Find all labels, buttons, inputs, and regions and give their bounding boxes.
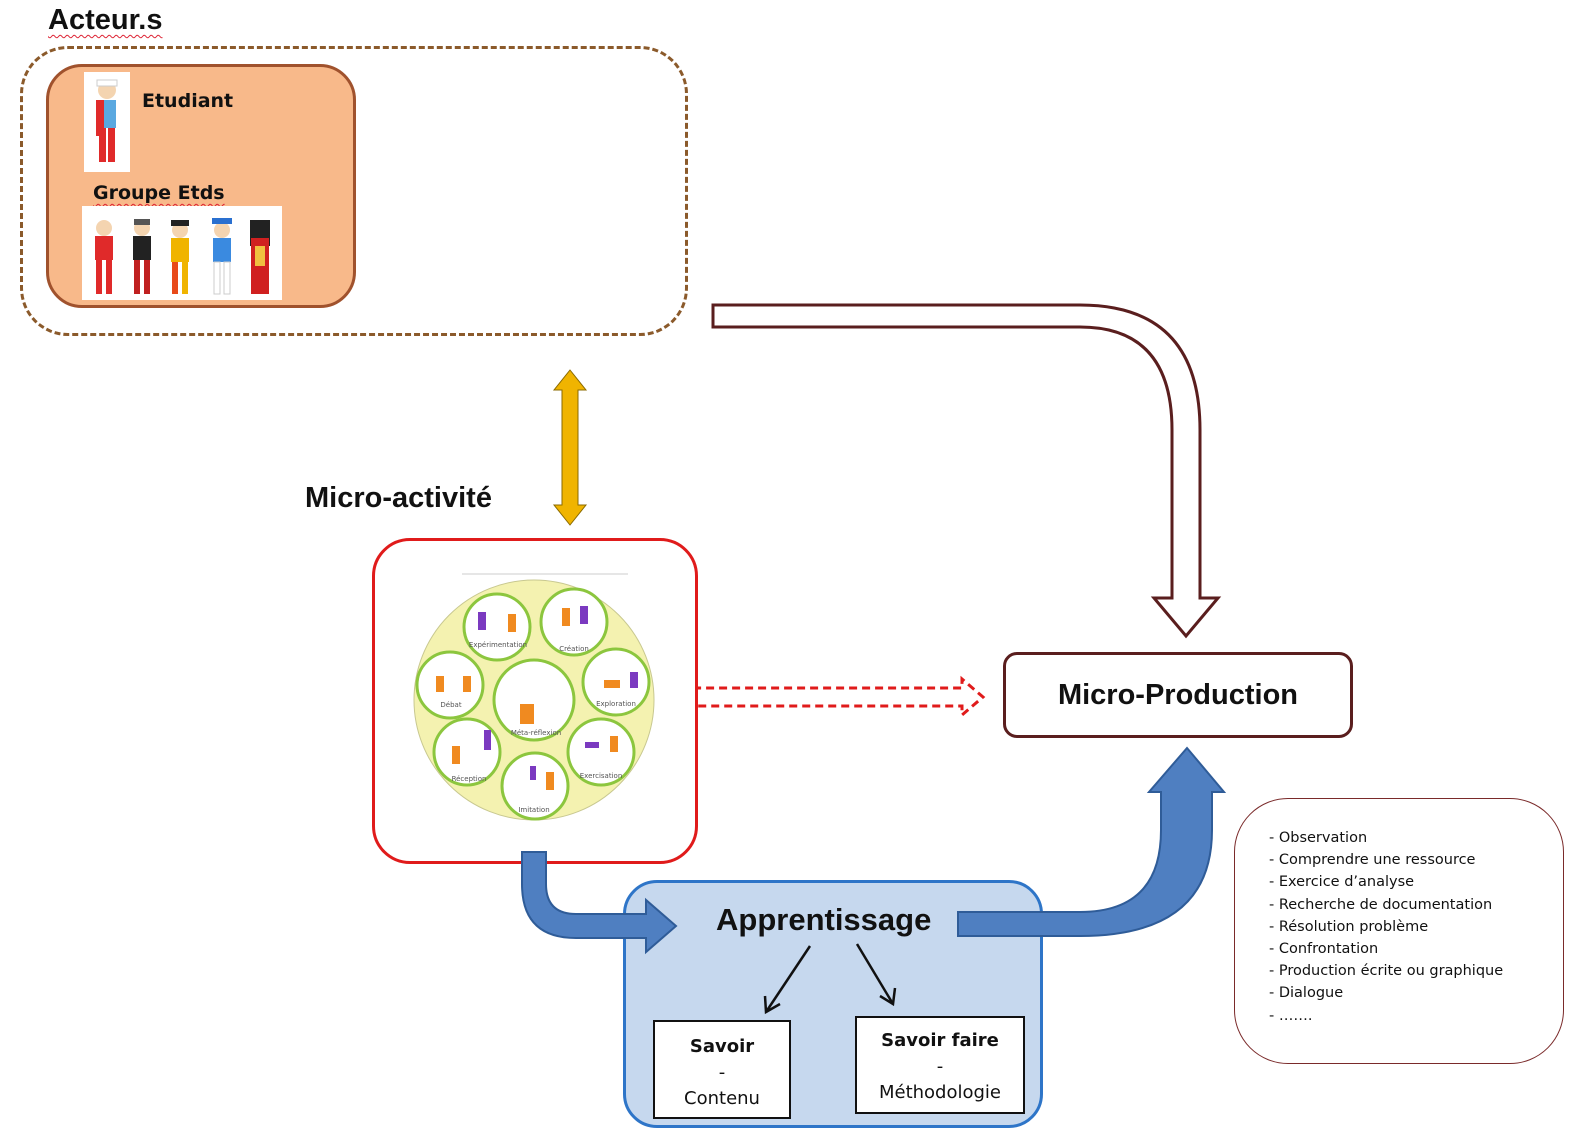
savoir-faire-box: Savoir faire - Méthodologie: [855, 1016, 1025, 1114]
micro-activite-box: [372, 538, 698, 864]
list-item: - Comprendre une ressource: [1269, 852, 1476, 869]
list-item: - Observation: [1269, 830, 1368, 846]
savoir-faire-dash: -: [936, 1056, 944, 1077]
micro-production-label: Micro-Production: [1057, 678, 1299, 711]
savoir-box: Savoir - Contenu: [653, 1020, 791, 1119]
actors-title: Acteur.s: [48, 4, 163, 36]
list-item: - Production écrite ou graphique: [1269, 963, 1504, 980]
hollow-arrow-actors-to-production: [711, 303, 1222, 639]
gold-double-arrow: [552, 369, 588, 526]
red-dashed-double-arrow: [667, 675, 986, 719]
list-item: - …….: [1269, 1007, 1313, 1024]
savoir-dash: -: [718, 1062, 726, 1083]
savoir-title: Savoir: [689, 1036, 755, 1057]
activity-types-list: - Observation - Comprendre une ressource…: [1269, 827, 1503, 1027]
student-group-image: [82, 206, 282, 300]
groupe-label: Groupe Etds: [93, 182, 225, 204]
actors-dashed-frame: [20, 46, 688, 336]
etudiant-label: Etudiant: [142, 90, 234, 112]
list-item: - Résolution problème: [1269, 918, 1429, 935]
list-item: - Recherche de documentation: [1269, 896, 1493, 913]
savoir-sub: Contenu: [684, 1088, 760, 1109]
list-item: - Dialogue: [1269, 985, 1344, 1002]
savoir-faire-title: Savoir faire: [881, 1030, 999, 1051]
apprentissage-label: Apprentissage: [716, 902, 932, 937]
student-figure-image: [84, 72, 130, 172]
micro-activite-title: Micro-activité: [305, 482, 492, 514]
micro-production-box: Micro-Production: [1003, 652, 1353, 738]
savoir-faire-sub: Méthodologie: [878, 1082, 1002, 1103]
activity-types-box: - Observation - Comprendre une ressource…: [1234, 798, 1564, 1064]
list-item: - Confrontation: [1269, 941, 1379, 958]
list-item: - Exercice d’analyse: [1269, 874, 1415, 891]
